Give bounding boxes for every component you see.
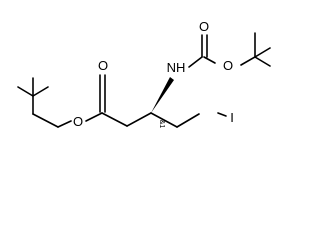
ester-group	[85, 74, 128, 127]
carbamate-group	[188, 34, 216, 68]
carbamate-oxygen-label: O	[223, 58, 233, 73]
stereo-label: &1	[158, 120, 165, 129]
ester-carbonyl-oxygen-label: O	[98, 58, 108, 73]
right-tert-butyl-group	[240, 32, 271, 67]
molecule-structure: O O NH O O I &1	[17, 19, 271, 129]
carbamate-carbonyl-oxygen-label: O	[199, 19, 209, 34]
nh-label: NH	[167, 60, 186, 75]
iodine-label: I	[230, 110, 234, 125]
backbone-chain	[126, 112, 227, 128]
ester-oxygen-label: O	[73, 114, 83, 129]
stereo-wedge-bond	[151, 77, 174, 113]
left-tert-butyl-group	[17, 77, 72, 128]
